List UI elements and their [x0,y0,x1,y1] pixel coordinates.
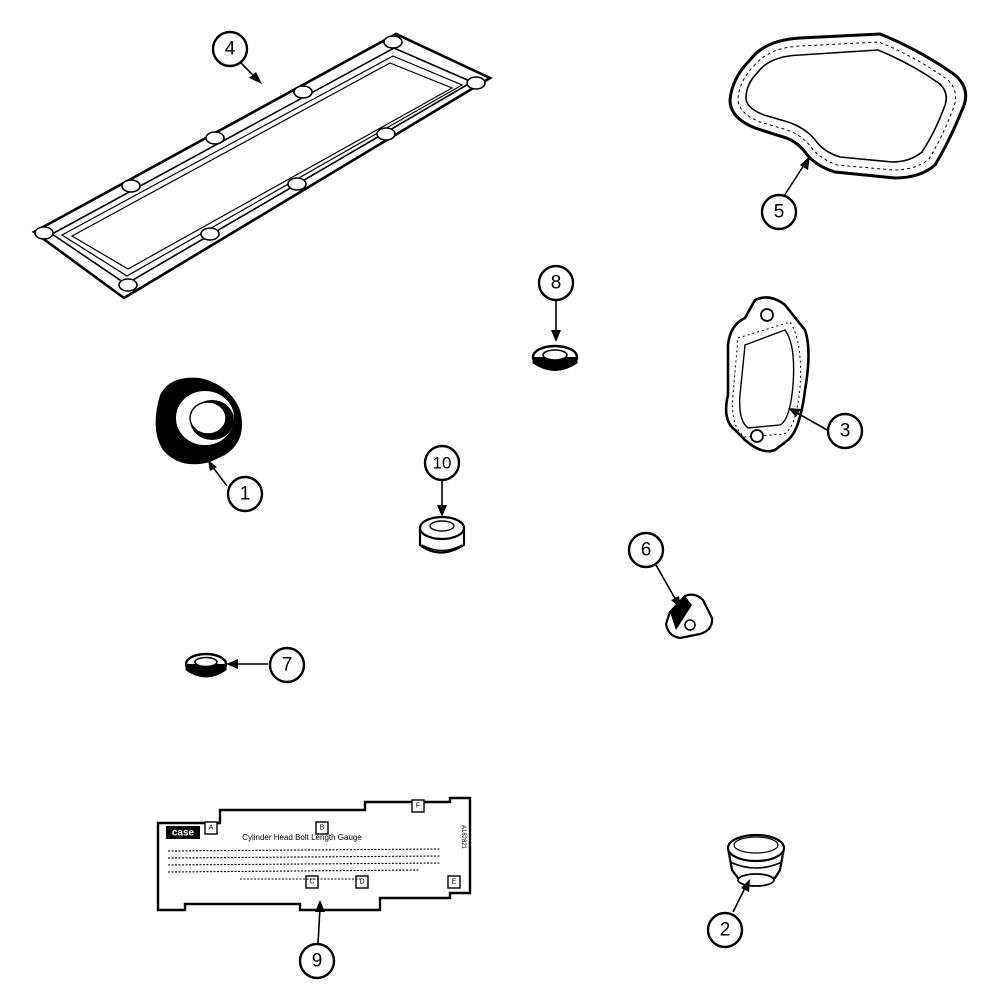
small-seal-part-8 [531,344,579,371]
callout-10: 10 [423,444,461,482]
plug-part-10 [418,515,466,554]
small-seal-part-7 [184,652,228,678]
callout-10-number: 10 [433,454,452,473]
long-gasket-part-4 [31,32,493,300]
callout-8-number: 8 [551,273,562,294]
notch-mark-f: F [416,803,420,810]
callout-2-number: 2 [720,920,731,941]
notch-mark-a: A [209,825,214,832]
notch-mark-e: E [452,879,457,886]
callout-6: 6 [627,531,665,569]
gauge-fine-print [167,848,441,880]
notch-mark-d: D [359,879,364,886]
callout-5: 5 [760,193,798,231]
callout-9: 9 [298,942,336,980]
cup-plug-part-2 [726,833,786,887]
notch-mark-b: B [320,825,325,832]
callout-1: 1 [226,475,264,513]
callout-4-number: 4 [225,39,236,60]
gauge-serial: A182821 [460,825,466,850]
callout-1-number: 1 [240,484,251,505]
cover-gasket-part-5 [728,32,968,180]
gauge-title: Cylinder Head Bolt Length Gauge [242,833,362,842]
callout-3-number: 3 [840,421,851,442]
case-logo-text: case [172,828,195,839]
callout-8: 8 [537,264,575,302]
callout-3: 3 [826,412,864,450]
seal-ring-part-1 [155,377,243,465]
bolt-length-gauge-part-9: A B C D E F case Cylinder Head Bolt Leng… [156,796,472,912]
case-logo [166,826,200,839]
notch-mark-c: C [309,879,314,886]
callout-7: 7 [268,646,306,684]
small-gasket-part-3 [724,296,810,453]
callout-7-number: 7 [282,655,293,676]
callout-9-number: 9 [312,951,323,972]
callout-2: 2 [706,911,744,949]
callout-5-number: 5 [774,202,785,223]
callout-4: 4 [211,30,249,68]
callout-6-number: 6 [641,540,652,561]
gauge-notch-marks: A B C D E F [209,803,457,886]
